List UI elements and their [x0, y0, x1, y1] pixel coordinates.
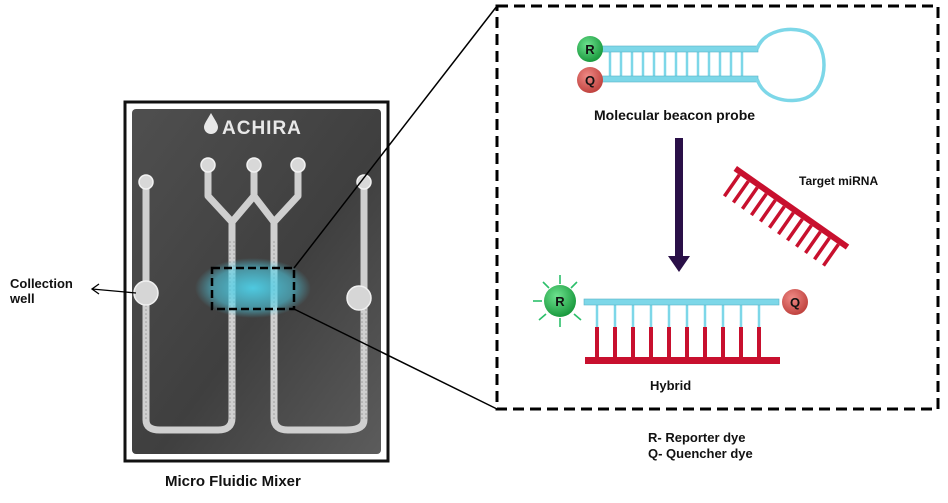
mixing-zone-glow: [195, 258, 311, 318]
inlet-right-outer: [356, 174, 372, 190]
probe-strand-top: [600, 45, 759, 53]
zoom-connector-lines: [293, 5, 498, 410]
molecular-beacon-probe: R Q: [577, 27, 826, 103]
target-mirna-strand: [722, 166, 850, 267]
chip-inlets: [138, 157, 372, 190]
detail-box: [495, 4, 940, 411]
dye-legend: R- Reporter dye Q- Quencher dye: [648, 430, 753, 462]
probe-quencher-dye: [577, 67, 603, 93]
collection-well-arrow: [90, 283, 137, 295]
hybridization-arrow: [668, 138, 690, 272]
hybrid-reporter-dye: [544, 285, 576, 317]
legend-quencher: Q- Quencher dye: [648, 446, 753, 461]
hybrid-quencher-letter: Q: [790, 295, 800, 310]
collection-well-left: [133, 280, 159, 306]
inlet-2: [246, 157, 262, 173]
target-mirna-label: Target miRNA: [799, 174, 879, 188]
probe-quencher-letter: Q: [585, 73, 595, 88]
chip-channel-texture: [143, 240, 367, 420]
chip-channels: [142, 166, 368, 434]
probe-strand-bottom: [600, 75, 759, 83]
chip-logo-text: ACHIRA: [222, 118, 302, 139]
reporter-glow-rays: [533, 275, 582, 327]
inlet-3: [290, 157, 306, 173]
chip-caption: Micro Fluidic Mixer: [165, 473, 301, 490]
hybrid-reporter-letter: R: [555, 294, 565, 309]
hybrid-probe-strand: [583, 298, 780, 306]
hybrid-quencher-dye: [782, 289, 808, 315]
hybrid-label: Hybrid: [650, 378, 692, 393]
legend-reporter: R- Reporter dye: [648, 430, 746, 445]
logo-drop-icon: [204, 113, 218, 134]
collection-well-label-line1: Collection: [10, 276, 73, 291]
hybrid-complex: R Q: [533, 275, 808, 364]
inlet-left-outer: [138, 174, 154, 190]
collection-well-right: [346, 285, 372, 311]
collection-well-label-line2: well: [10, 291, 35, 306]
microfluidic-chip-photo: ACHIRA: [123, 100, 390, 463]
beacon-probe-label: Molecular beacon probe: [594, 107, 756, 123]
probe-reporter-letter: R: [585, 42, 595, 57]
probe-loop: [755, 27, 826, 103]
hybrid-target-rungs: [595, 327, 761, 358]
collection-well-label: Collection well: [10, 276, 73, 306]
probe-reporter-dye: [577, 36, 603, 62]
hybrid-probe-rungs: [595, 305, 761, 327]
inlet-1: [200, 157, 216, 173]
probe-stem-rungs: [608, 51, 744, 77]
zoom-region-box: [210, 266, 296, 311]
hybrid-target-strand: [585, 357, 780, 364]
